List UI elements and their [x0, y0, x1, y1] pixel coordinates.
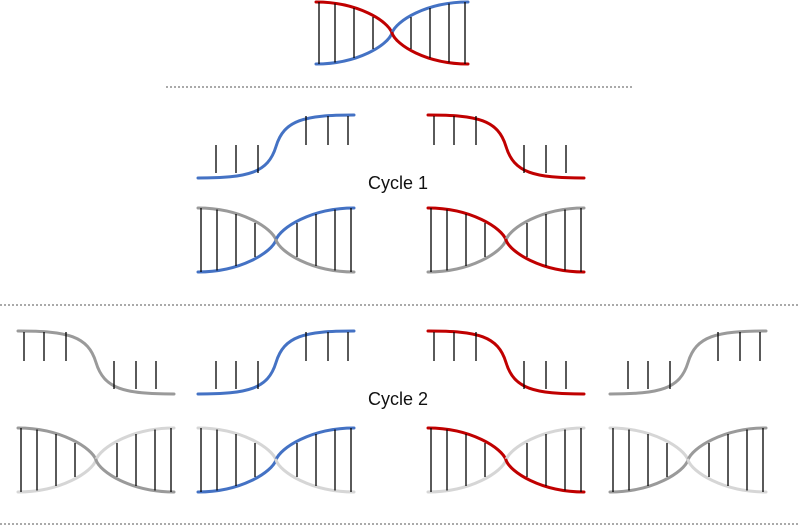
cycle2-single-gray-2-strand [608, 329, 768, 396]
cycle2-duplex-1-strand-right-bottom [94, 458, 176, 494]
cycle2-duplex-4-strand-left-bottom [608, 458, 690, 494]
cycle2-duplex-4-strand-left-top [608, 426, 690, 462]
cycle2-duplex-1-strand-left-top [16, 426, 98, 462]
cycle1-duplex-blue-strand-left-top [196, 206, 278, 242]
cycle2-duplex-4-strand-right-bottom [686, 458, 768, 494]
cycle2-duplex-1-strand-right-top [94, 426, 176, 462]
cycle1-single-red-strand [426, 113, 586, 180]
cycle1-duplex-red-strand-left-bottom [426, 238, 508, 274]
cycle2-duplex-1-strand-left-bottom [16, 458, 98, 494]
cycle2-single-gray-1-strand [16, 329, 176, 396]
cycle2-duplex-3-strand-right-top [504, 426, 586, 462]
cycle1-duplex-blue-strand-right-bottom [274, 238, 356, 274]
cycle1-duplex-blue-strand-right-top [274, 206, 356, 242]
cycle1-duplex-red-strand-right-bottom [504, 238, 586, 274]
cycle2-duplex-2-strand-right-top [274, 426, 356, 462]
cycle-2-label: Cycle 2 [368, 389, 429, 409]
cycle2-single-blue-strand [196, 329, 356, 396]
parent-dna-strand-right-top [390, 0, 470, 35]
cycle2-duplex-3-strand-right-bottom [504, 458, 586, 494]
cycle-1-label: Cycle 1 [368, 173, 429, 193]
cycle1-duplex-red-strand-left-top [426, 206, 508, 242]
cycle2-duplex-3-strand-left-top [426, 426, 508, 462]
cycle2-duplex-3-strand-left-bottom [426, 458, 508, 494]
cycle2-duplex-2-strand-right-bottom [274, 458, 356, 494]
cycle1-single-blue-strand [196, 113, 356, 180]
parent-dna-strand-left-top [314, 0, 394, 35]
cycle2-single-red-strand [426, 329, 586, 396]
cycle2-duplex-2-strand-left-bottom [196, 458, 278, 494]
cycle1-duplex-red-strand-right-top [504, 206, 586, 242]
parent-dna-strand-left-bottom [314, 31, 394, 66]
cycle2-duplex-4-strand-right-top [686, 426, 768, 462]
cycle1-duplex-blue-strand-left-bottom [196, 238, 278, 274]
cycle2-duplex-2-strand-left-top [196, 426, 278, 462]
parent-dna-strand-right-bottom [390, 31, 470, 66]
